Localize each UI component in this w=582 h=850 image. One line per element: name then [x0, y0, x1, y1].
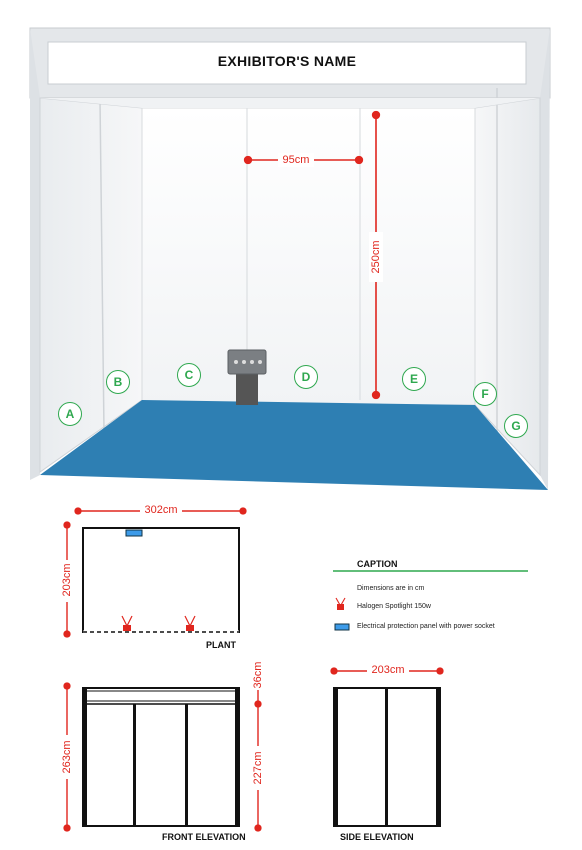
plan-spotlight-1 [121, 615, 133, 631]
caption-panel-icon [334, 623, 350, 631]
caption-spotlight-icon [335, 597, 346, 610]
wall-label-b: B [106, 370, 130, 394]
fascia-panel [47, 41, 527, 85]
caption-title: CAPTION [357, 559, 398, 569]
plan-dim-depth: 203cm [61, 563, 73, 597]
front-dim-fascia: 36cm [252, 661, 264, 689]
side-elevation-drawing [330, 664, 444, 827]
caption-note: Dimensions are in cm [357, 585, 425, 592]
dim-label-250: 250cm [370, 240, 382, 274]
fascia-text: EXHIBITOR'S NAME [217, 53, 357, 69]
plan-outline [82, 527, 240, 633]
side-elevation-title: SIDE ELEVATION [340, 832, 414, 842]
booth-3d-view [29, 27, 551, 490]
wall-label-c: C [177, 363, 201, 387]
right-outer-post [540, 28, 550, 490]
caption-spotlight-text: Halogen Spotlight 150w [357, 603, 431, 610]
front-dim-wall: 227cm [252, 751, 264, 785]
dim-label-95: 95cm [282, 154, 310, 166]
wall-label-a: A [58, 402, 82, 426]
wall-label-g: G [504, 414, 528, 438]
front-elevation-drawing [60, 662, 265, 832]
plan-electrical-panel [125, 529, 143, 537]
plan-spotlight-2 [184, 615, 196, 631]
carpet [40, 400, 548, 490]
left-wall [30, 28, 40, 480]
plan-drawing [60, 504, 247, 638]
back-wall [141, 107, 476, 406]
plan-dim-width: 302cm [144, 504, 178, 516]
caption-panel-text: Electrical protection panel with power s… [357, 623, 495, 630]
front-elevation-title: FRONT ELEVATION [162, 832, 246, 842]
electrical-panel [227, 349, 267, 405]
caption-block [333, 570, 528, 631]
wall-label-f: F [473, 382, 497, 406]
plan-title: PLANT [206, 640, 236, 650]
side-dim-width: 203cm [371, 664, 405, 676]
wall-label-e: E [402, 367, 426, 391]
front-dim-total: 263cm [61, 740, 73, 774]
wall-label-d: D [294, 365, 318, 389]
